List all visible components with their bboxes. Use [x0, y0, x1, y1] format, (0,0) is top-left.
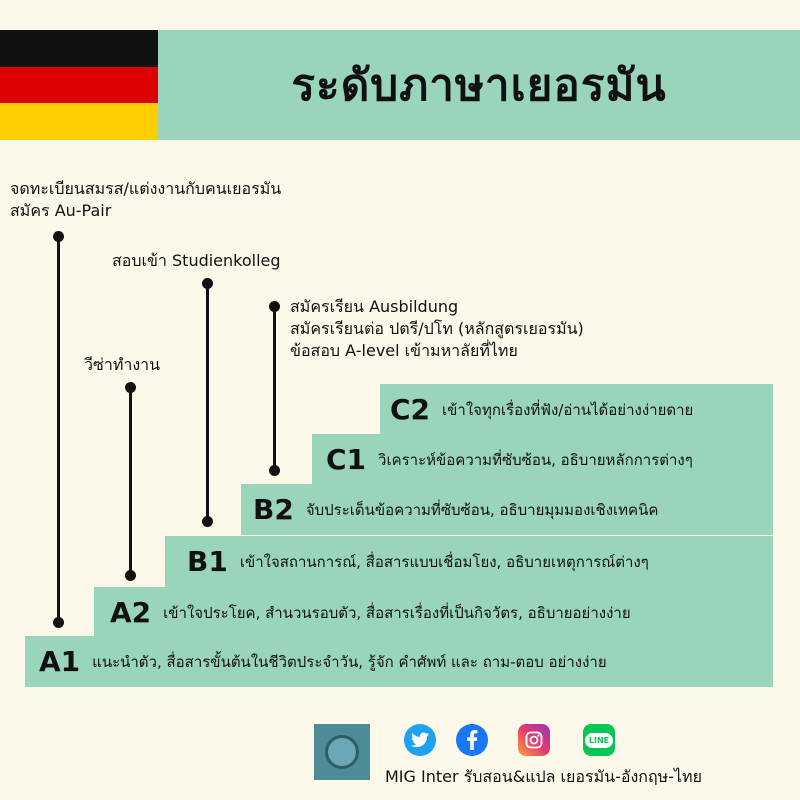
level-label: A1 [39, 645, 81, 678]
note-b2-line2: สมัครเรียนต่อ ปตรี/ปโท (หลักสูตรเยอรมัน) [290, 319, 584, 338]
marker-dot-a1-bottom [53, 617, 64, 628]
flag-stripe-gold [0, 103, 158, 140]
marker-line-b2 [273, 306, 276, 470]
level-desc: เข้าใจประโยค, สำนวนรอบตัว, สื่อสารเรื่อง… [163, 603, 631, 622]
facebook-f-icon [467, 730, 478, 750]
note-b2: สมัครเรียน Ausbildung สมัครเรียนต่อ ปตรี… [290, 296, 584, 362]
page-title: ระดับภาษาเยอรมัน [291, 60, 667, 111]
line-label: LINE [584, 732, 614, 748]
marker-line-b1 [206, 283, 209, 521]
flag-stripe-black [0, 30, 158, 67]
level-label: C2 [390, 393, 431, 426]
mig-logo [314, 724, 370, 780]
level-label: C1 [326, 443, 367, 476]
level-label: B1 [187, 545, 228, 578]
step-b2: B2 จับประเด็นข้อความที่ซับซ้อน, อธิบายมุ… [241, 484, 773, 535]
note-a2-line1: วีซ่าทำงาน [84, 355, 161, 374]
note-a1-line1: จดทะเบียนสมรส/แต่งงานกับคนเยอรมัน [10, 179, 282, 198]
note-b2-line1: สมัครเรียน Ausbildung [290, 297, 459, 316]
level-desc: เข้าใจสถานการณ์, สื่อสารแบบเชื่อมโยง, อธ… [239, 552, 649, 571]
marker-line-a1 [57, 236, 60, 622]
level-label: B2 [253, 493, 294, 526]
level-desc: จับประเด็นข้อความที่ซับซ้อน, อธิบายมุมมอ… [305, 500, 659, 519]
level-label: A2 [110, 596, 152, 629]
step-c2: C2 เข้าใจทุกเรื่องที่ฟัง/อ่านได้อย่างง่า… [380, 384, 773, 435]
marker-dot-b1-top [202, 278, 213, 289]
level-desc: เข้าใจทุกเรื่องที่ฟัง/อ่านได้อย่างง่ายดา… [442, 400, 694, 419]
note-b2-line3: ข้อสอบ A-level เข้ามหาลัยที่ไทย [290, 341, 518, 360]
german-flag [0, 30, 158, 140]
note-b1: สอบเข้า Studienkolleg [112, 250, 281, 272]
marker-dot-a2-top [125, 382, 136, 393]
step-a1: A1 แนะนำตัว, สื่อสารขั้นต้นในชีวิตประจำว… [25, 636, 773, 687]
line-icon[interactable]: LINE [583, 724, 615, 756]
marker-dot-b1-bottom [202, 516, 213, 527]
twitter-icon[interactable] [404, 724, 436, 756]
instagram-camera-icon [525, 731, 543, 749]
step-c1: C1 วิเคราะห์ข้อความที่ซับซ้อน, อธิบายหลั… [312, 434, 773, 485]
note-b1-line1: สอบเข้า Studienkolleg [112, 251, 281, 270]
instagram-icon[interactable] [518, 724, 550, 756]
footer-brand-text: MIG Inter รับสอน&แปล เยอรมัน-อังกฤษ-ไทย [385, 767, 702, 786]
twitter-bird-icon [411, 732, 429, 748]
step-a2: A2 เข้าใจประโยค, สำนวนรอบตัว, สื่อสารเรื… [94, 587, 773, 638]
level-desc: วิเคราะห์ข้อความที่ซับซ้อน, อธิบายหลักกา… [378, 450, 693, 469]
title-bar: ระดับภาษาเยอรมัน [158, 30, 800, 140]
note-a1-line2: สมัคร Au-Pair [10, 201, 112, 220]
step-b1: B1 เข้าใจสถานการณ์, สื่อสารแบบเชื่อมโยง,… [165, 536, 773, 587]
marker-dot-b2-bottom [269, 465, 280, 476]
note-a2: วีซ่าทำงาน [84, 354, 160, 376]
marker-dot-a2-bottom [125, 570, 136, 581]
note-a1: จดทะเบียนสมรส/แต่งงานกับคนเยอรมัน สมัคร … [10, 178, 281, 222]
level-desc: แนะนำตัว, สื่อสารขั้นต้นในชีวิตประจำวัน,… [92, 652, 607, 671]
marker-dot-b2-top [269, 301, 280, 312]
facebook-icon[interactable] [456, 724, 488, 756]
logo-emblem-icon [325, 735, 359, 769]
marker-line-a2 [129, 387, 132, 575]
marker-dot-a1-top [53, 231, 64, 242]
flag-stripe-red [0, 66, 158, 104]
